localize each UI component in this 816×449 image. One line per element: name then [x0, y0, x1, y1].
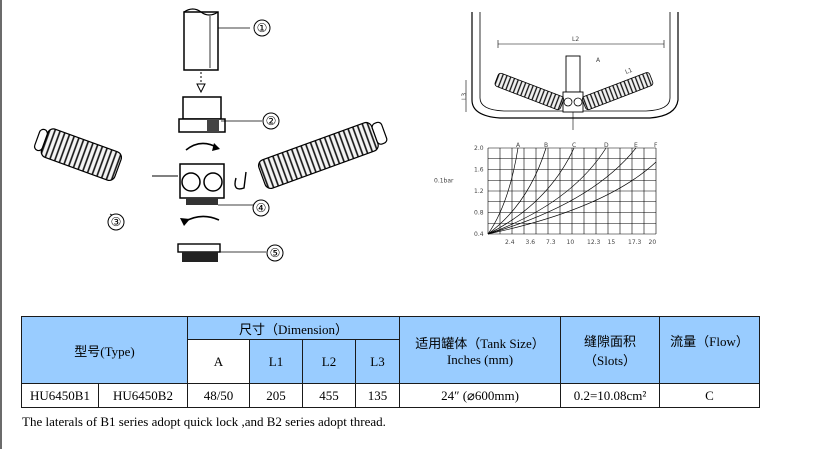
curve-label: F [654, 142, 658, 149]
dim-a: A [596, 57, 601, 64]
tank-size-header-line2: Inches (mm) [446, 351, 514, 367]
y-tick-label: 0.4 [474, 231, 484, 238]
slots-header: 缝隙面积 （Slots） [560, 316, 660, 384]
dim-l3: L3 [461, 93, 468, 100]
x-tick-label: 15 [608, 239, 616, 246]
dim-col-l1: L1 [249, 339, 303, 384]
x-tick-label: 10 [567, 239, 575, 246]
x-tick-label: 17.3 [628, 239, 642, 246]
y-unit-label: 0.1bar [434, 177, 454, 184]
callout-1: ① [257, 21, 268, 35]
x-tick-label: 12.3 [587, 239, 601, 246]
y-tick-label: 1.2 [474, 188, 484, 195]
assembly-drawing: ① ② ③ ④ ⑤ [33, 8, 388, 262]
flow-curve [487, 147, 519, 235]
dim-col-a: A [187, 339, 250, 384]
callout-4: ④ [256, 201, 267, 215]
curve-label: E [634, 142, 638, 149]
tank-size-cell: 24″ (⌀600mm) [399, 383, 561, 408]
slots-header-line2: （Slots） [583, 353, 636, 368]
x-tick-label: 3.6 [526, 239, 536, 246]
type-header: 型号(Type) [21, 316, 188, 384]
flow-curve [487, 147, 637, 235]
y-tick-label: 1.6 [474, 167, 484, 174]
callout-5: ⑤ [270, 246, 281, 260]
left-border [0, 0, 2, 449]
type-b2-cell: HU6450B2 [98, 383, 188, 408]
x-tick-label: 7.3 [546, 239, 556, 246]
l1-cell: 205 [249, 383, 303, 408]
y-tick-label: 0.8 [474, 210, 484, 217]
x-tick-label: 2.4 [505, 239, 515, 246]
l2-cell: 455 [302, 383, 356, 408]
x-tick-label: 20 [649, 239, 657, 246]
dim-col-l2: L2 [302, 339, 356, 384]
hub-part [179, 163, 254, 206]
flow-curve [487, 161, 657, 235]
note-text: The laterals of B1 series adopt quick lo… [22, 414, 386, 429]
curve-label: A [516, 142, 521, 149]
a-cell: 48/50 [187, 383, 250, 408]
flow-header: 流量（Flow） [659, 316, 760, 384]
y-tick-label: 2.0 [474, 145, 484, 152]
callout-3: ③ [111, 215, 122, 229]
dim-l1: L1 [624, 67, 633, 76]
flow-curve [487, 147, 575, 235]
right-lateral [257, 121, 388, 190]
curve-label: C [572, 142, 576, 149]
dim-col-l3: L3 [355, 339, 400, 384]
left-lateral [33, 128, 123, 182]
nut-part [177, 243, 266, 262]
curve-label: D [604, 142, 609, 149]
tank-size-header-line1: 适用罐体（Tank Size） [415, 335, 545, 351]
callout-2: ② [266, 114, 277, 128]
flow-curve [487, 147, 607, 235]
flow-cell: C [659, 383, 760, 408]
connector-part [178, 96, 262, 133]
spec-table: 型号(Type) 尺寸（Dimension） 适用罐体（Tank Size） I… [21, 316, 760, 408]
type-b1-cell: HU6450B1 [21, 383, 99, 408]
tank-drawing: L2 L3 A L1 [461, 12, 679, 130]
tank-size-header: 适用罐体（Tank Size） Inches (mm) [399, 316, 561, 384]
slots-header-line1: 缝隙面积 [583, 334, 636, 349]
slots-cell: 0.2=10.08cm² [560, 383, 660, 408]
l3-cell: 135 [355, 383, 400, 408]
dim-l2: L2 [572, 36, 579, 43]
pipe-part [183, 8, 250, 71]
flow-chart: A B C D E F 2.0 1.6 1.2 0.8 0.4 0.1bar 2.4 3.6 7.3 10 12… [434, 142, 658, 246]
curve-label: B [544, 142, 548, 149]
flow-curve [487, 147, 547, 235]
dimension-header: 尺寸（Dimension） [187, 316, 400, 340]
